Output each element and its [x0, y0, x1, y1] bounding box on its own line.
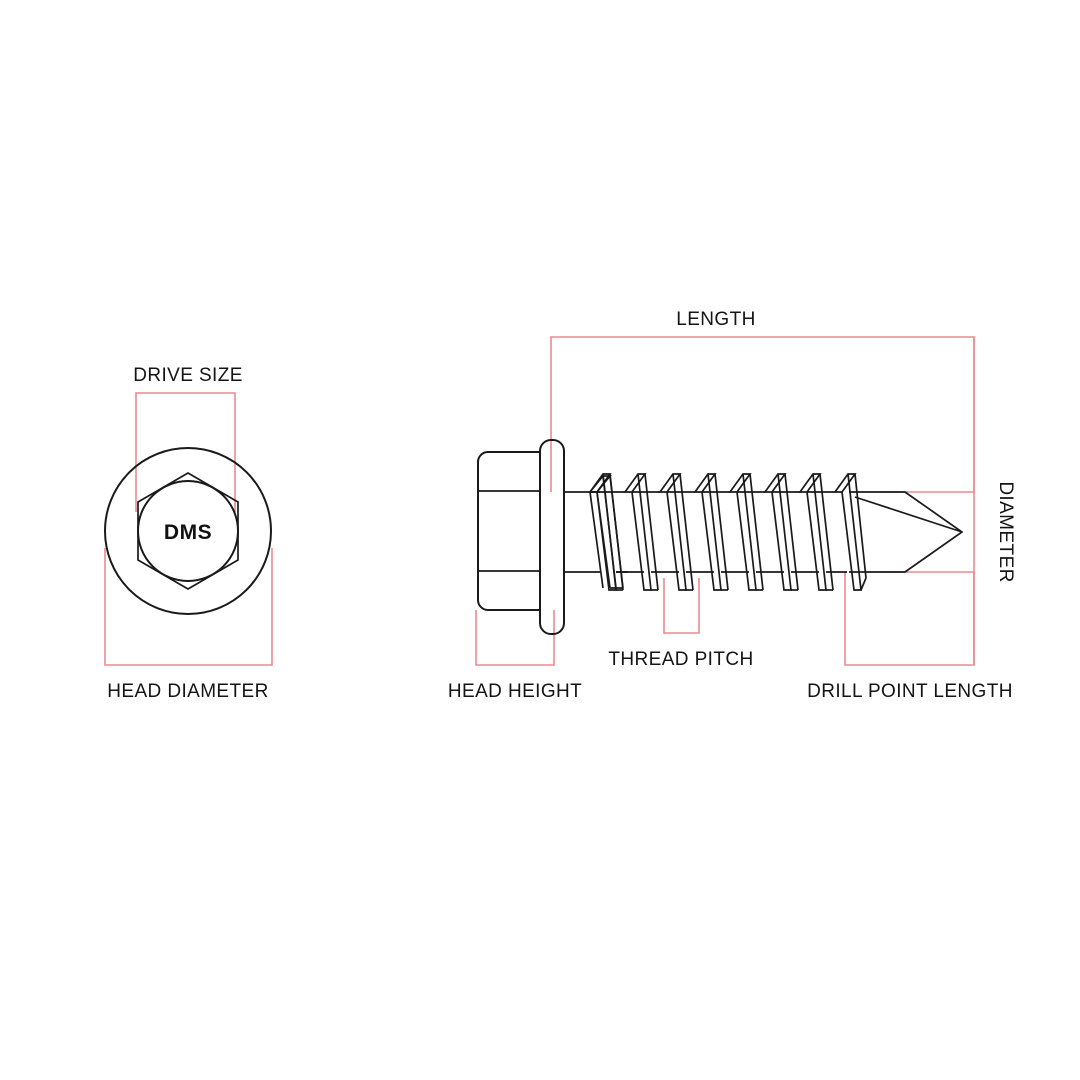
- drill-point-flute-line: [854, 496, 963, 533]
- diameter-label: DIAMETER: [995, 481, 1016, 582]
- thread-turn: [623, 473, 679, 591]
- length-label: LENGTH: [676, 309, 755, 330]
- drive-marking-text: DMS: [164, 521, 212, 544]
- thread-pitch-bracket: [663, 578, 700, 634]
- drive-size-label: DRIVE SIZE: [133, 365, 243, 386]
- head-height-dimension: HEAD HEIGHT: [448, 610, 582, 702]
- drill-point-length-label: DRILL POINT LENGTH: [807, 681, 1013, 702]
- hex-head-body: [477, 451, 541, 611]
- length-dimension: LENGTH: [550, 309, 975, 492]
- drill-point-length-dimension: DRILL POINT LENGTH: [807, 572, 1013, 702]
- drill-point-outline: [849, 491, 964, 573]
- hex-drive-outline: [137, 472, 239, 590]
- thread-turn: [763, 473, 819, 591]
- thread-pitch-dimension: THREAD PITCH: [608, 578, 753, 670]
- head-height-bracket: [475, 610, 555, 666]
- diameter-dimension: DIAMETER: [880, 337, 1016, 665]
- head-height-label: HEAD HEIGHT: [448, 681, 582, 702]
- thread-turn: [658, 473, 714, 591]
- drill-point: [849, 491, 964, 573]
- front-view-group: DRIVE SIZE HEAD DIAMETER DMS: [104, 365, 273, 702]
- head-diameter-bracket: [104, 548, 273, 666]
- drive-size-dimension: DRIVE SIZE: [133, 365, 243, 512]
- thread-turn: [798, 473, 847, 591]
- flange-washer: [539, 439, 565, 635]
- thread-turn: [728, 473, 784, 591]
- head-diameter-dimension: HEAD DIAMETER: [104, 548, 273, 702]
- thread-turn: [588, 473, 644, 591]
- thread-pitch-label: THREAD PITCH: [608, 649, 753, 670]
- drill-point-length-bracket: [844, 572, 975, 666]
- drive-size-bracket: [135, 392, 236, 512]
- thread-turn: [693, 473, 749, 591]
- head-diameter-label: HEAD DIAMETER: [107, 681, 268, 702]
- side-view-group: LENGTH DIAMETER HEAD HEIGHT THREAD PITCH: [448, 309, 1016, 702]
- length-bracket: [550, 336, 975, 492]
- thread-turns: [588, 473, 867, 591]
- head-outer-circle: [104, 447, 272, 615]
